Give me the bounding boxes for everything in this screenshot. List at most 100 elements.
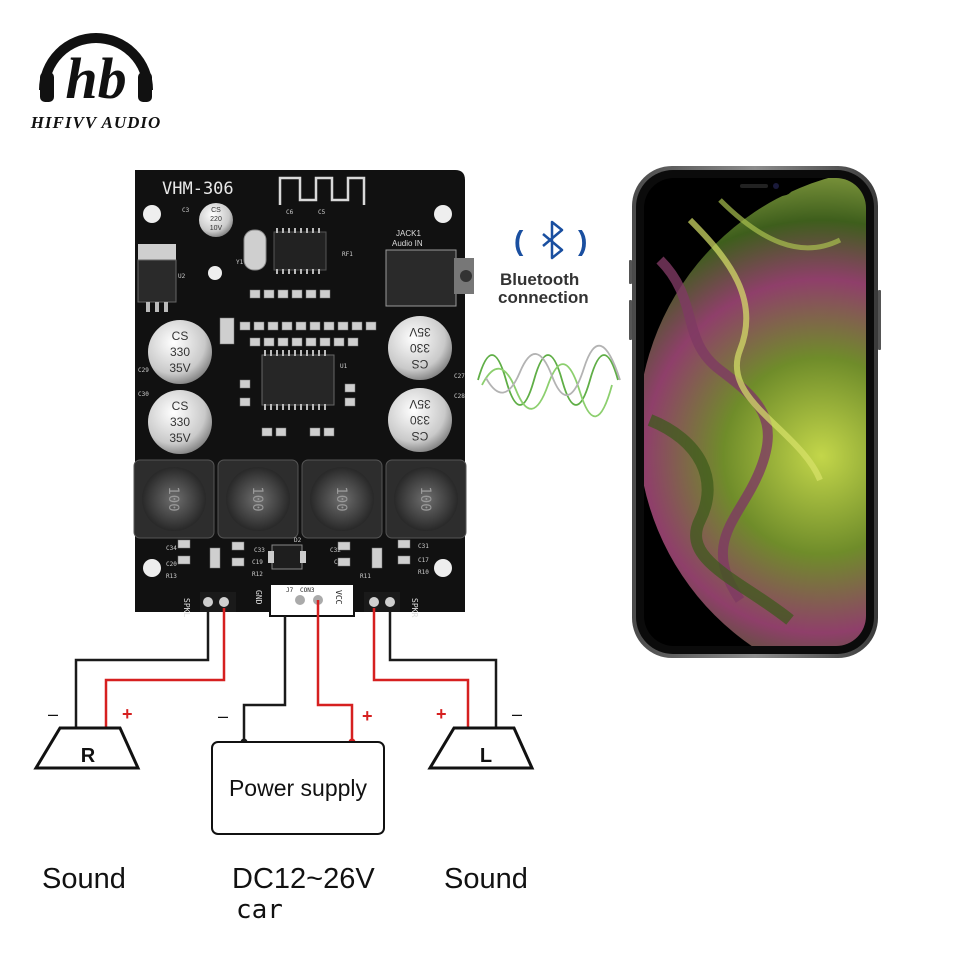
svg-text:): ) bbox=[578, 225, 587, 256]
wire-r-positive bbox=[104, 608, 226, 728]
svg-text:220: 220 bbox=[210, 216, 222, 223]
speaker-left-letter: L bbox=[480, 745, 492, 767]
svg-text:C19: C19 bbox=[252, 559, 263, 566]
wire-r-negative bbox=[74, 608, 210, 728]
svg-text:C18: C18 bbox=[334, 559, 345, 566]
svg-text:CS: CS bbox=[412, 357, 429, 371]
svg-text:R12: R12 bbox=[252, 571, 263, 578]
speaker-right-minus: – bbox=[48, 704, 58, 724]
bluetooth-chip bbox=[273, 231, 327, 271]
svg-text:330: 330 bbox=[410, 341, 430, 355]
bluetooth-icon bbox=[542, 220, 564, 260]
svg-text:R10: R10 bbox=[418, 569, 429, 576]
svg-text:GND: GND bbox=[254, 590, 263, 605]
svg-text:CON3: CON3 bbox=[300, 587, 315, 594]
capacitor-small: CS 220 10V bbox=[199, 203, 233, 237]
wire-l-negative bbox=[388, 608, 498, 728]
svg-text:C33: C33 bbox=[254, 547, 265, 554]
caption-sound-right: Sound bbox=[444, 863, 528, 895]
mount-hole-icon bbox=[143, 205, 161, 223]
capacitor-large: CS 330 35V bbox=[388, 388, 452, 452]
terminal-left: SPKL bbox=[182, 592, 236, 617]
inductor: 100 bbox=[133, 459, 215, 539]
svg-text:SPKL: SPKL bbox=[182, 598, 191, 617]
capacitor-large: CS 330 35V bbox=[388, 316, 452, 380]
svg-text:C28: C28 bbox=[454, 393, 465, 400]
svg-text:C20: C20 bbox=[166, 561, 177, 568]
crystal bbox=[243, 229, 267, 271]
mount-hole-icon bbox=[434, 205, 452, 223]
svg-text:35V: 35V bbox=[169, 361, 190, 375]
capacitor-large: CS 330 35V bbox=[148, 320, 212, 384]
speaker-left-minus: – bbox=[512, 704, 522, 724]
svg-text:J7: J7 bbox=[286, 587, 294, 594]
brand-name: HIFIVV AUDIO bbox=[30, 113, 162, 132]
svg-text:330: 330 bbox=[170, 345, 190, 359]
svg-text:C17: C17 bbox=[418, 557, 429, 564]
svg-text:35V: 35V bbox=[409, 325, 430, 339]
power-minus: – bbox=[218, 706, 228, 726]
svg-text:R13: R13 bbox=[166, 573, 177, 580]
diode bbox=[271, 544, 303, 570]
caption-sound-left: Sound bbox=[42, 863, 126, 895]
svg-text:100: 100 bbox=[165, 486, 181, 511]
svg-text:CS: CS bbox=[172, 399, 189, 413]
mount-hole-icon bbox=[434, 559, 452, 577]
power-supply-label: Power supply bbox=[229, 775, 368, 801]
audio-jack: JACK1 Audio IN bbox=[385, 229, 474, 307]
svg-text:100: 100 bbox=[417, 486, 433, 511]
capacitor-large: CS 330 35V bbox=[148, 390, 212, 454]
smartphone bbox=[629, 166, 881, 658]
svg-text:C29: C29 bbox=[138, 367, 149, 374]
wiring bbox=[74, 600, 498, 742]
svg-text:330: 330 bbox=[170, 415, 190, 429]
svg-text:C27: C27 bbox=[454, 373, 465, 380]
terminal-right: SPKR bbox=[364, 592, 419, 617]
bluetooth-label-2: connection bbox=[498, 288, 589, 307]
svg-text:R11: R11 bbox=[360, 573, 371, 580]
amplifier-board: VHM-306 CS 220 10V JACK1 Audio IN bbox=[133, 170, 474, 617]
caption-car: car bbox=[236, 895, 283, 925]
caption-voltage: DC12~26V bbox=[232, 863, 375, 895]
board-model: VHM-306 bbox=[162, 179, 234, 199]
svg-text:C34: C34 bbox=[166, 545, 177, 552]
svg-text:SPKR: SPKR bbox=[410, 598, 419, 617]
svg-text:C3: C3 bbox=[182, 207, 190, 214]
svg-text:C31: C31 bbox=[418, 543, 429, 550]
antenna-trace bbox=[278, 176, 366, 205]
svg-text:U1: U1 bbox=[340, 363, 348, 370]
svg-text:U2: U2 bbox=[178, 273, 186, 280]
svg-text:CS: CS bbox=[172, 329, 189, 343]
voltage-regulator bbox=[137, 244, 177, 312]
svg-text:D2: D2 bbox=[294, 537, 302, 544]
smd-components bbox=[177, 289, 411, 569]
svg-text:CS: CS bbox=[412, 429, 429, 443]
inductor: 100 bbox=[301, 459, 383, 539]
svg-text:VCC: VCC bbox=[334, 590, 343, 605]
svg-text:(: ( bbox=[514, 225, 524, 256]
wire-power-negative bbox=[242, 616, 287, 742]
svg-text:C30: C30 bbox=[138, 391, 149, 398]
svg-text:330: 330 bbox=[410, 413, 430, 427]
inductor: 100 bbox=[217, 459, 299, 539]
phone-wallpaper bbox=[644, 178, 866, 646]
svg-text:C6: C6 bbox=[286, 209, 294, 216]
inductor: 100 bbox=[385, 459, 467, 539]
logo-letters: hb bbox=[65, 46, 126, 111]
svg-text:RF1: RF1 bbox=[342, 251, 353, 258]
svg-text:Audio IN: Audio IN bbox=[392, 239, 423, 248]
svg-text:C32: C32 bbox=[330, 547, 341, 554]
svg-text:35V: 35V bbox=[169, 431, 190, 445]
svg-text:10V: 10V bbox=[210, 225, 223, 232]
svg-text:100: 100 bbox=[333, 486, 349, 511]
brand-logo: hb HIFIVV AUDIO bbox=[30, 33, 162, 132]
wire-l-positive bbox=[372, 608, 470, 728]
svg-text:CS: CS bbox=[211, 207, 221, 214]
silkscreen-labels: C3 C5 C6 RF1 U2 U1 C27 C28 C29 C30 D2 C3… bbox=[138, 207, 465, 580]
bluetooth-indicator: ( ) Bluetooth connection bbox=[498, 220, 589, 307]
mount-hole-icon bbox=[143, 559, 161, 577]
svg-text:100: 100 bbox=[249, 486, 265, 511]
signal-wave-icon bbox=[477, 345, 621, 418]
svg-text:JACK1: JACK1 bbox=[396, 229, 421, 238]
